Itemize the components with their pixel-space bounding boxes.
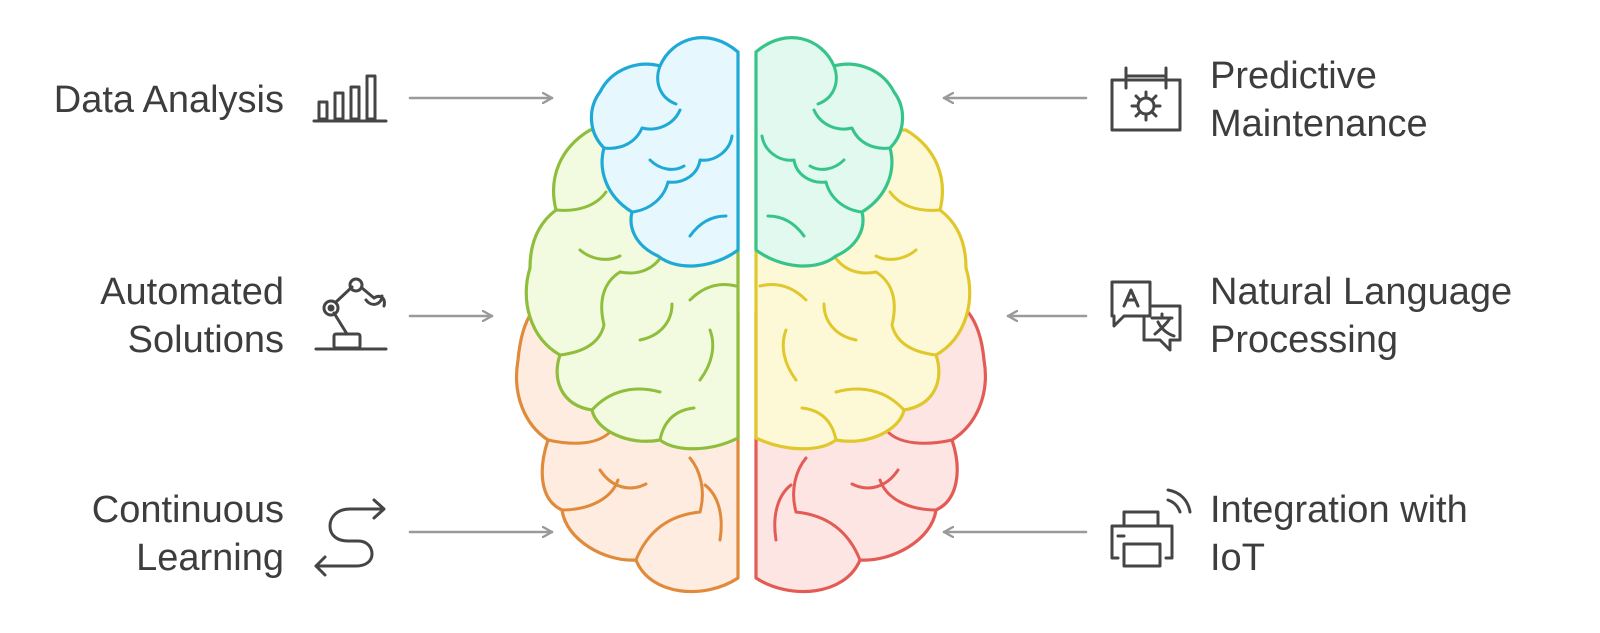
label-natural-language-processing: Natural Language Processing [1210,271,1513,361]
label-automated-solutions: Automated Solutions [100,271,284,361]
arrows [408,98,1088,532]
robot-arm-icon [314,277,388,351]
label-data-analysis: Data Analysis [53,79,284,121]
wireless-printer-icon [1110,488,1192,568]
calendar-gear-icon [1110,66,1182,132]
translate-icon [1110,280,1182,352]
lobe-top-right [754,36,905,268]
bar-chart-icon [312,74,388,123]
label-continuous-learning: Continuous Learning [91,489,284,579]
label-predictive-maintenance: Predictive Maintenance [1210,55,1428,145]
label-integration-with-iot: Integration with IoT [1210,489,1468,579]
s-curve-arrows-icon [314,498,386,577]
lobe-top-left [589,36,740,268]
